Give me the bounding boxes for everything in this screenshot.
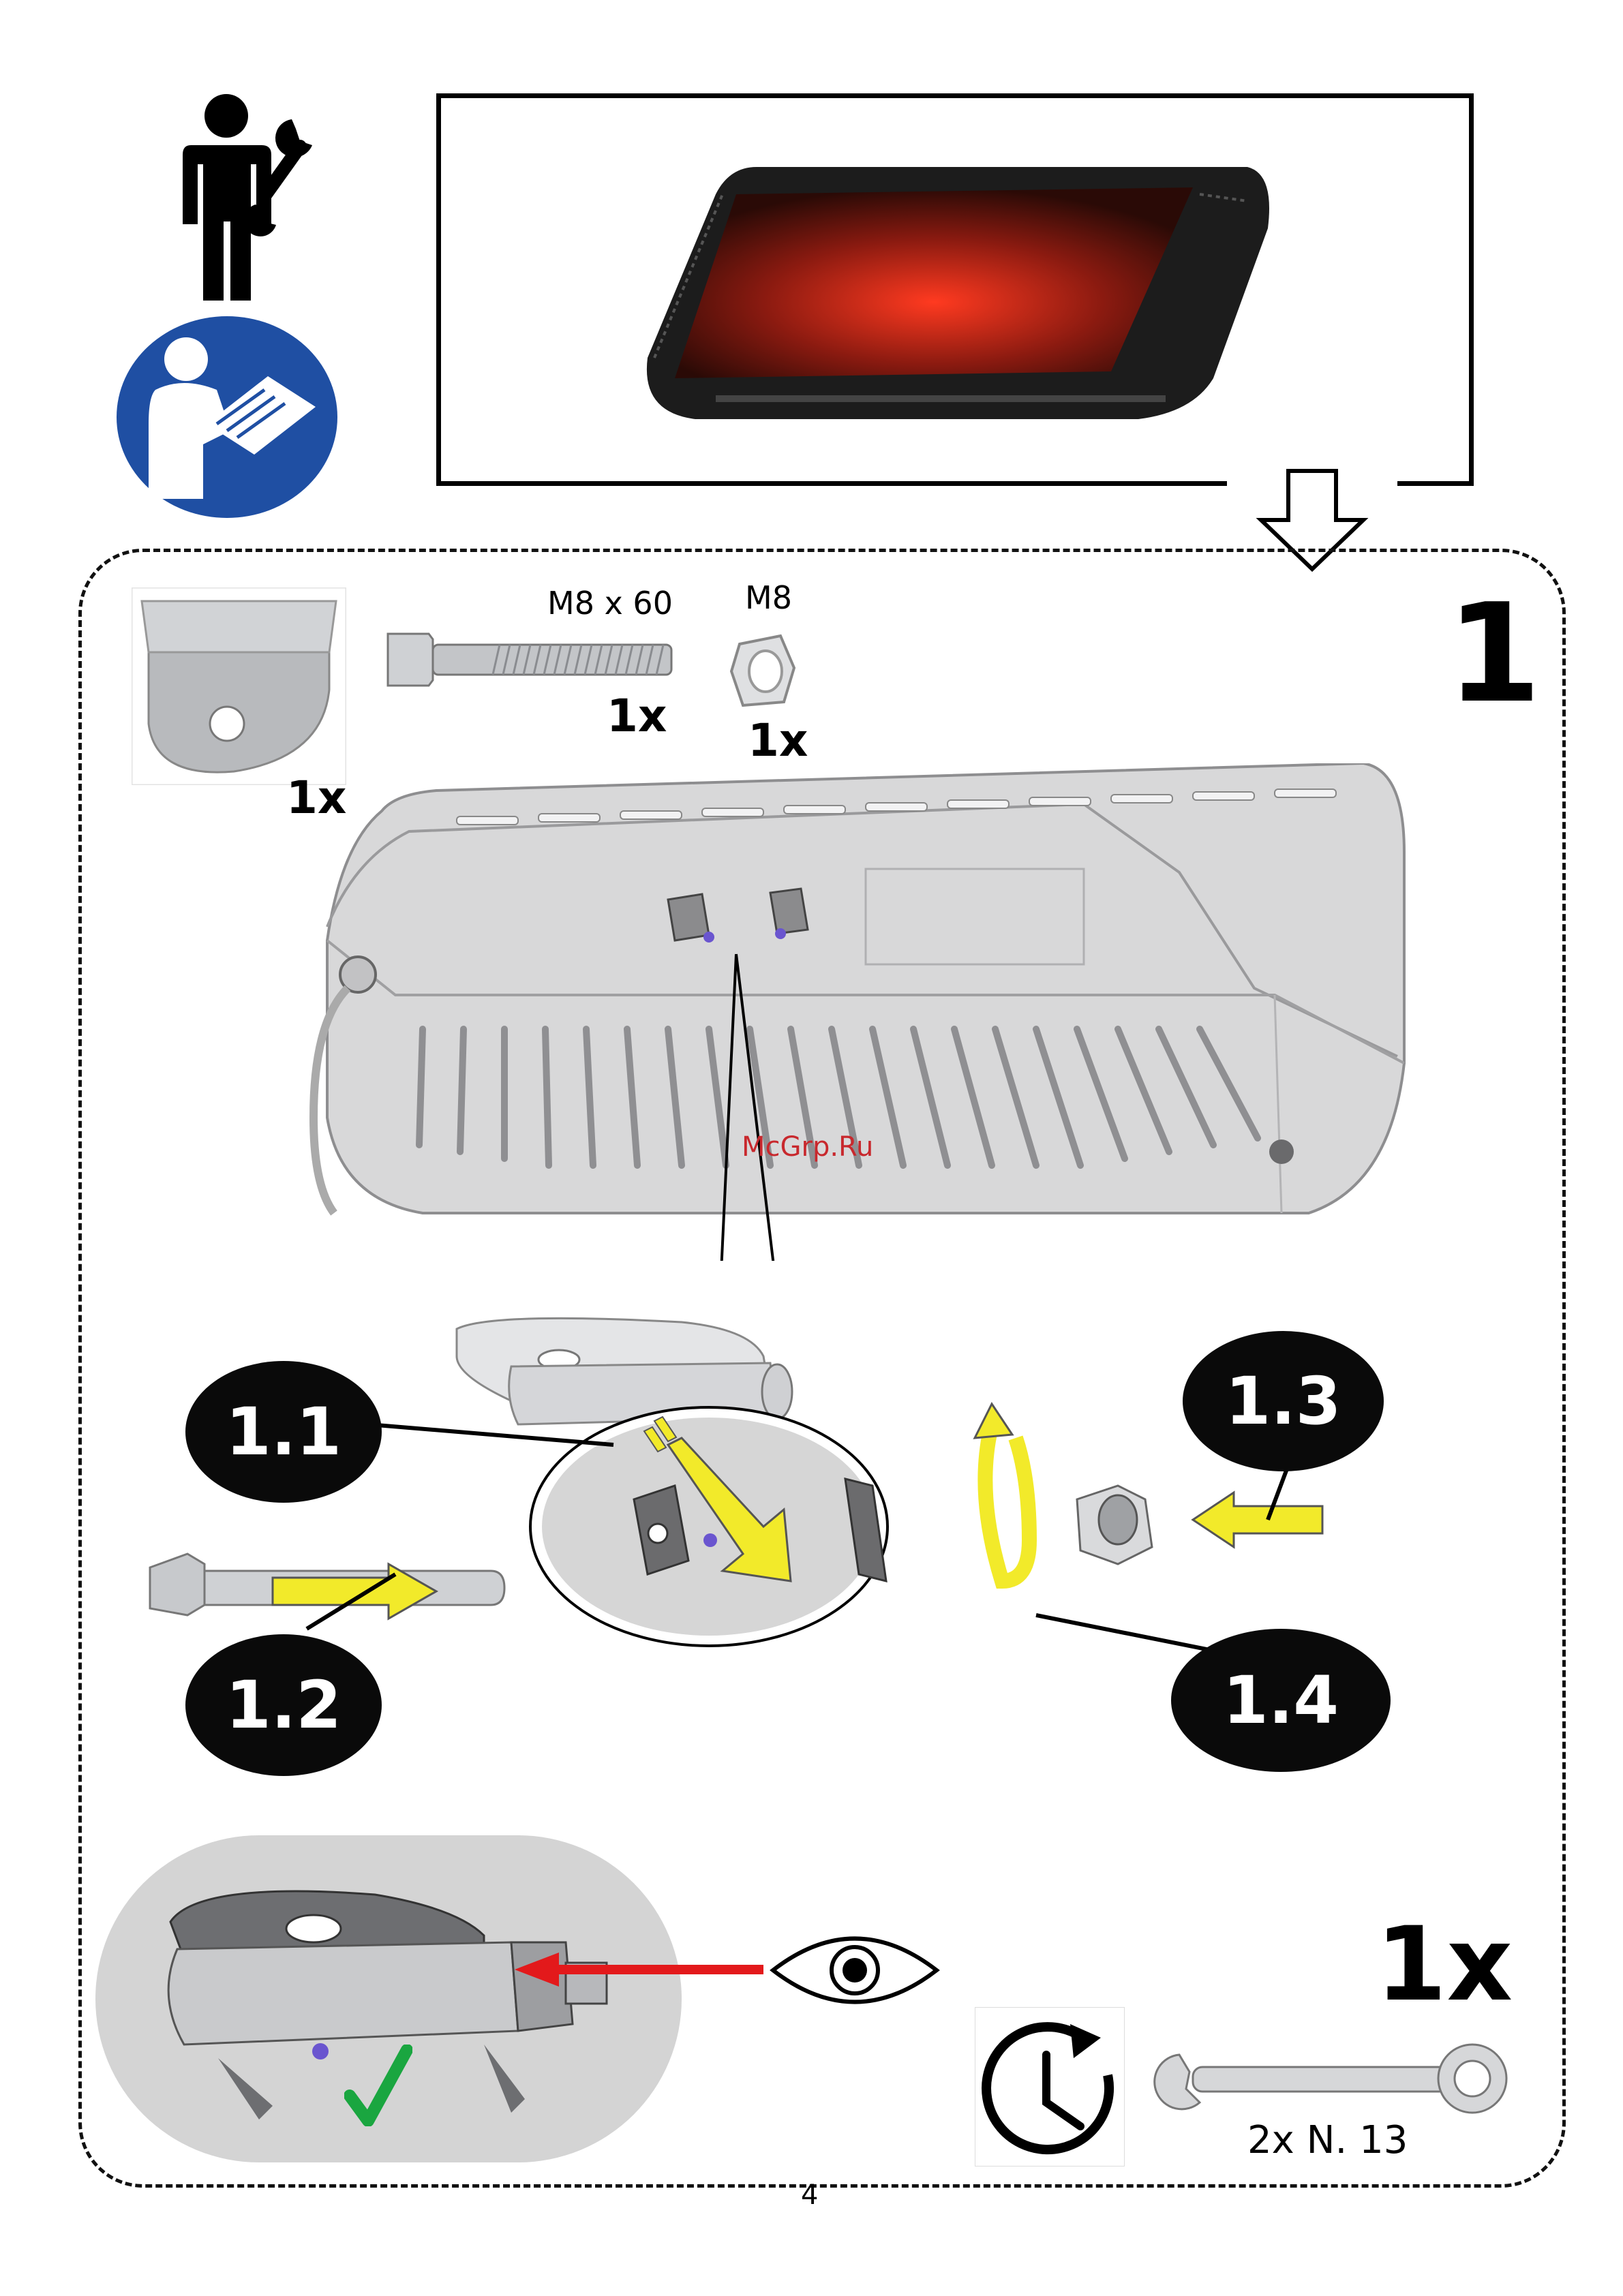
nut-qty: 1x	[748, 714, 808, 767]
step-number: 1	[1446, 586, 1541, 722]
page-number: 4	[801, 2179, 818, 2211]
bolt-size-label: M8 x 60	[547, 585, 673, 622]
callout-1-2: 1.2	[185, 1634, 382, 1776]
red-arrow	[511, 1949, 763, 1990]
read-manual-icon	[115, 315, 339, 519]
callout-1-4: 1.4	[1171, 1629, 1391, 1772]
bolt-qty: 1x	[607, 690, 667, 742]
callout-1-1: 1.1	[185, 1361, 382, 1503]
tool-label: 2x N. 13	[1247, 2118, 1408, 2162]
heater-back-image	[300, 763, 1411, 1261]
wrench-icon	[1138, 2041, 1513, 2116]
heater-product-image	[634, 153, 1275, 440]
technician-icon	[164, 92, 320, 303]
bolt-part-image	[384, 627, 677, 692]
repeat-count: 1x	[1376, 1914, 1513, 2016]
callout-1-3: 1.3	[1183, 1331, 1384, 1471]
bracket-part-image	[132, 587, 346, 785]
nut-size-label: M8	[745, 579, 792, 616]
checkmark-icon	[344, 2045, 412, 2126]
clock-icon	[975, 2007, 1125, 2167]
watermark: McGrp.Ru	[742, 1131, 873, 1163]
nut-part-image	[726, 630, 801, 712]
eye-icon	[769, 1934, 941, 2006]
